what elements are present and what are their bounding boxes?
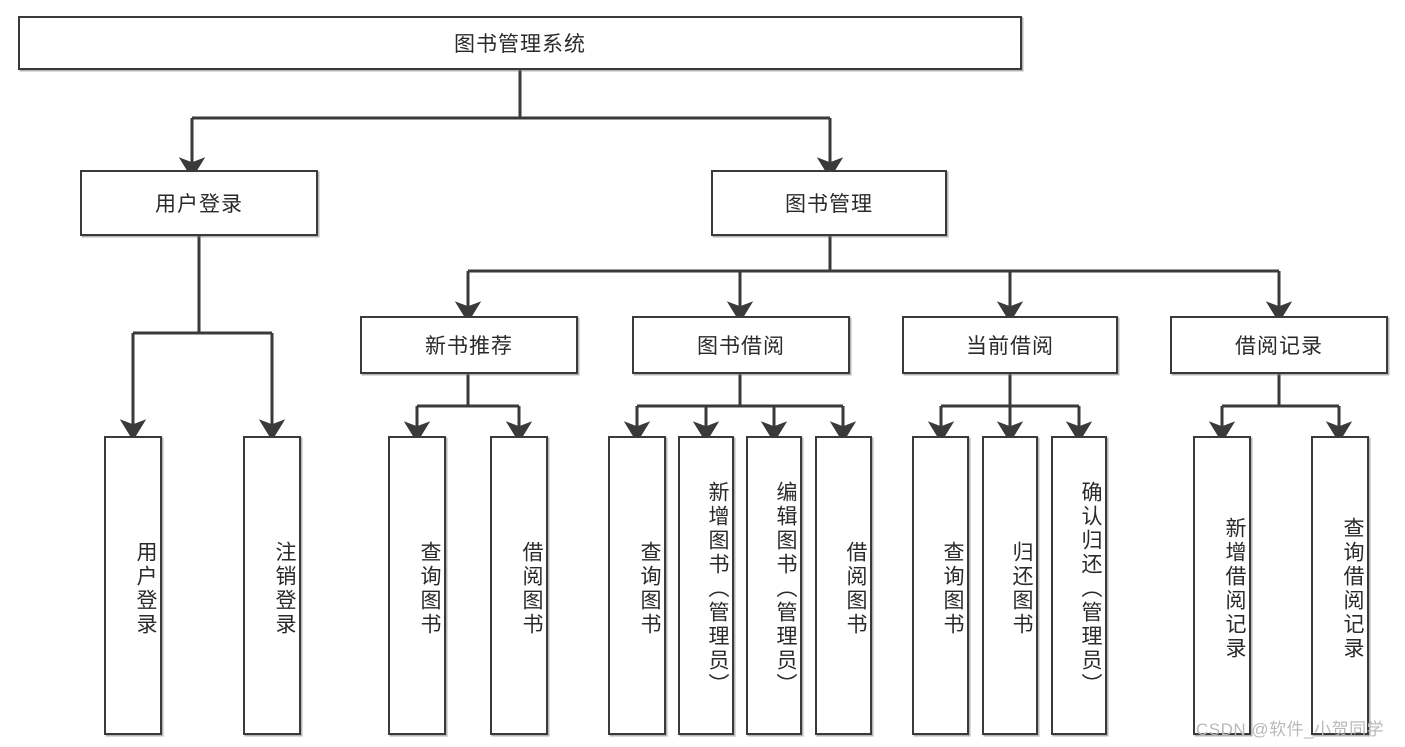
leaf-query-books-recommendation[interactable]: 查询图书 <box>388 436 446 735</box>
node-label: 借阅图书 <box>520 540 543 637</box>
node-user-login[interactable]: 用户登录 <box>80 170 318 236</box>
leaf-query-books-current[interactable]: 查询图书 <box>912 436 969 735</box>
leaf-query-borrow-record[interactable]: 查询借阅记录 <box>1311 436 1369 735</box>
leaf-confirm-return-admin[interactable]: 确认归还（管理员） <box>1051 436 1107 735</box>
node-label: 图书管理系统 <box>454 33 586 56</box>
leaf-logout-login[interactable]: 注销登录 <box>243 436 301 735</box>
node-label: 查询图书 <box>638 540 661 637</box>
node-label: 新书推荐 <box>425 335 513 358</box>
node-label: 图书借阅 <box>697 335 785 358</box>
node-current-borrow[interactable]: 当前借阅 <box>902 316 1118 374</box>
node-label: 查询图书 <box>941 540 964 637</box>
leaf-borrow-books-recommendation[interactable]: 借阅图书 <box>490 436 548 735</box>
leaf-borrow-books[interactable]: 借阅图书 <box>815 436 872 735</box>
node-label: 归还图书 <box>1010 540 1033 637</box>
node-label: 图书管理 <box>785 193 873 216</box>
node-label: 确认归还（管理员） <box>1079 480 1102 697</box>
node-book-borrow[interactable]: 图书借阅 <box>632 316 850 374</box>
node-label: 查询借阅记录 <box>1341 516 1364 661</box>
leaf-add-borrow-record[interactable]: 新增借阅记录 <box>1193 436 1251 735</box>
node-label: 编辑图书（管理员） <box>774 480 797 697</box>
node-new-book-recommendation[interactable]: 新书推荐 <box>360 316 578 374</box>
node-label: 用户登录 <box>134 540 157 637</box>
node-label: 用户登录 <box>155 193 243 216</box>
node-book-management[interactable]: 图书管理 <box>711 170 947 236</box>
node-label: 当前借阅 <box>966 335 1054 358</box>
node-label: 新增图书（管理员） <box>706 480 729 697</box>
leaf-user-login[interactable]: 用户登录 <box>104 436 162 735</box>
node-label: 注销登录 <box>273 540 296 637</box>
node-label: 查询图书 <box>418 540 441 637</box>
node-label: 借阅记录 <box>1235 335 1323 358</box>
leaf-edit-book-admin[interactable]: 编辑图书（管理员） <box>746 436 802 735</box>
node-borrow-records[interactable]: 借阅记录 <box>1170 316 1388 374</box>
leaf-return-books[interactable]: 归还图书 <box>982 436 1038 735</box>
node-root-book-management-system[interactable]: 图书管理系统 <box>18 16 1022 70</box>
leaf-add-book-admin[interactable]: 新增图书（管理员） <box>678 436 734 735</box>
node-label: 新增借阅记录 <box>1223 516 1246 661</box>
leaf-query-books-borrow[interactable]: 查询图书 <box>608 436 666 735</box>
node-label: 借阅图书 <box>844 540 867 637</box>
